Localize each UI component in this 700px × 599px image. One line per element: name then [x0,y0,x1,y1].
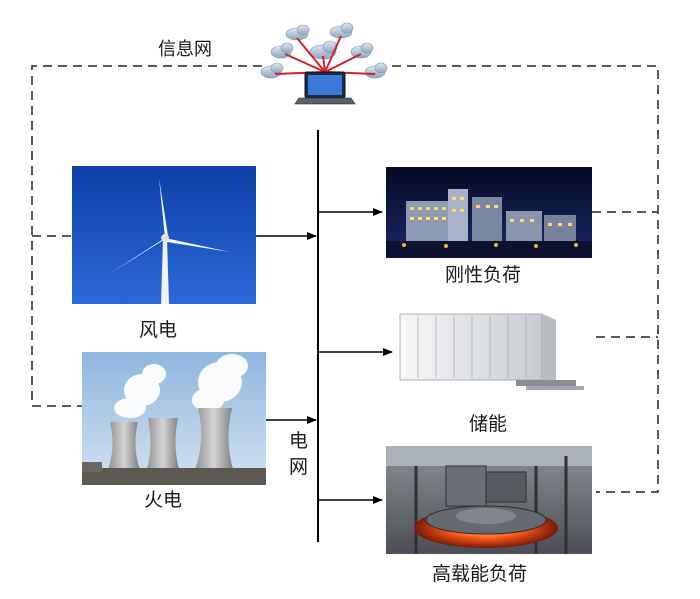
wind-turbine-icon [72,166,256,304]
city-buildings-night-icon [386,167,592,258]
storage-container-icon [396,306,596,396]
rigid-load-label: 刚性负荷 [445,264,522,286]
energy-storage-image [396,306,596,396]
info-line-right [392,65,659,493]
info-network-icon [255,20,395,115]
grid-label-char-2: 网 [289,456,309,478]
grid-label-char-1: 电 [289,430,309,452]
info-network-label: 信息网 [158,39,212,60]
rigid-load-image [386,167,592,258]
energy-storage-label: 储能 [469,413,508,435]
high-energy-load-label: 高载能负荷 [432,563,528,585]
wind-turbine-image [72,166,256,304]
wind-power-label: 风电 [139,319,178,341]
thermal-plant-image [82,352,266,485]
high-energy-load-image [386,446,592,554]
thermal-power-label: 火电 [144,489,183,511]
industrial-furnace-icon [386,446,592,554]
cloud-network-laptop-icon [260,22,388,105]
cooling-tower-icon [82,352,266,485]
